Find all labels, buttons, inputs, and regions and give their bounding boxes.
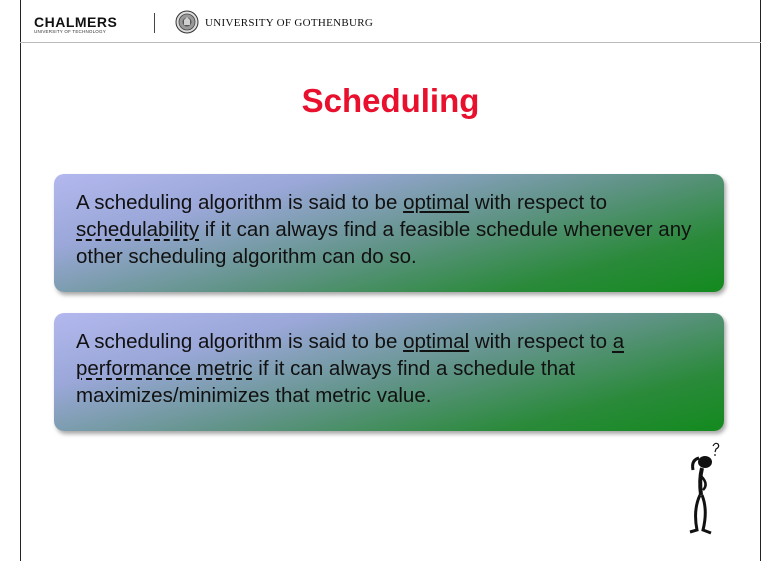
box2-optimal: optimal (403, 330, 470, 353)
box2-text-a: A scheduling algorithm is said to be (76, 330, 404, 353)
box2-text-c: if it can always find a schedule that ma… (76, 357, 576, 407)
box1-optimal: optimal (403, 191, 470, 214)
header-divider (154, 13, 155, 33)
box1-text-a: A scheduling algorithm is said to be (76, 191, 404, 214)
box1-text-b: with respect to (469, 191, 608, 214)
thinking-stick-figure-icon (689, 442, 720, 535)
definition-box-schedulability: A scheduling algorithm is said to be opt… (54, 174, 724, 292)
box2-term: a performance metric (76, 330, 625, 380)
definition-box-performance-metric: A scheduling algorithm is said to be opt… (54, 313, 724, 431)
chalmers-subtitle: UNIVERSITY OF TECHNOLOGY (34, 29, 106, 34)
gu-name: UNIVERSITY OF GOTHENBURG (205, 17, 374, 29)
slide-title: Scheduling (301, 82, 480, 119)
header: CHALMERS UNIVERSITY OF TECHNOLOGY UNIVER… (34, 8, 454, 46)
box1-text-c: if it can always find a feasible schedul… (76, 218, 692, 268)
header-rule (20, 42, 761, 43)
gothenburg-seal-icon (175, 10, 199, 34)
chalmers-name: CHALMERS (34, 14, 118, 30)
chalmers-logo: CHALMERS UNIVERSITY OF TECHNOLOGY (34, 14, 126, 34)
box1-term: schedulability (76, 218, 200, 241)
box2-text-b: with respect to (469, 330, 613, 353)
